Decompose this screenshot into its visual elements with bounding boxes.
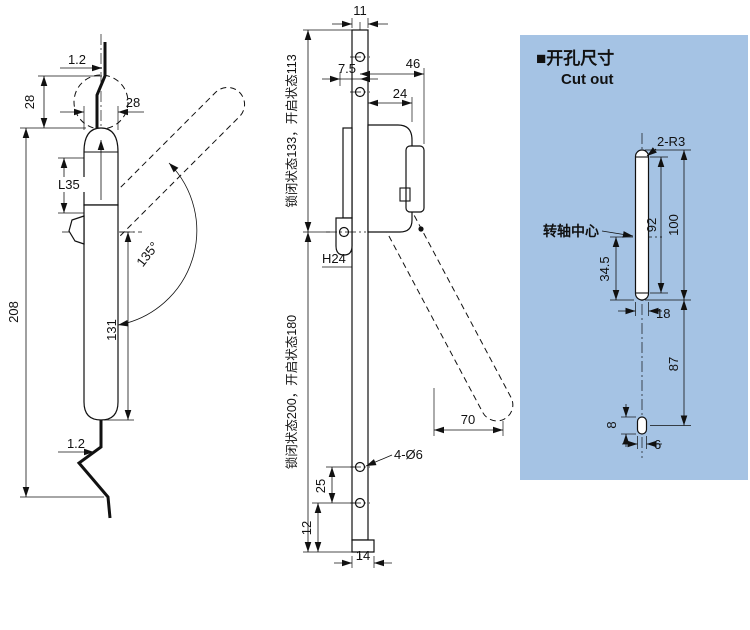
dim-open-reach: 70 — [461, 412, 475, 427]
dim-plate-width: 11 — [353, 3, 367, 18]
bottom-rod-strip — [76, 420, 112, 519]
dim-hole-pitch: 25 — [313, 479, 328, 493]
lock-cam-block — [405, 145, 425, 213]
top-hook-strip — [95, 42, 107, 128]
dim-hole-width: 6 — [654, 437, 661, 452]
dim-body-depth: 46 — [406, 56, 420, 71]
lock-body-detail — [399, 187, 411, 202]
open-angle-arc — [117, 162, 198, 327]
dim-head-width: 28 — [126, 95, 140, 110]
dim-hole-height: 8 — [604, 421, 619, 428]
dim-hook-height: 28 — [22, 95, 37, 109]
cutout-title-cn: ■开孔尺寸 — [536, 48, 614, 68]
lock-body — [367, 124, 413, 233]
dim-lever-length: L35 — [58, 177, 80, 192]
dim-total-height: 208 — [6, 301, 21, 323]
closed-handle-profile — [342, 127, 353, 219]
dim-state-lower: 锁闭状态200，开启状态180 — [284, 315, 299, 469]
cutout-small-hole — [636, 416, 648, 435]
cutout-title-en: Cut out — [561, 71, 613, 88]
dim-corner-radius: 2-R3 — [657, 134, 685, 149]
cutout-dimensions: 2-R3 转轴中心 92 100 34.5 18 — [543, 134, 691, 452]
side-view: 11 7.5 46 24 锁闭状态133，开启状态113 锁闭状态200，开启状… — [284, 3, 514, 568]
dim-slot-width: 18 — [656, 306, 670, 321]
handle-pivot-tab — [68, 215, 85, 245]
dim-grip-length: 131 — [104, 319, 119, 341]
side-view-dimensions: 11 7.5 46 24 锁闭状态133，开启状态113 锁闭状态200，开启状… — [284, 3, 504, 568]
side-open-position-outline — [360, 162, 514, 422]
dim-state-upper: 锁闭状态133，开启状态113 — [284, 54, 299, 207]
plate-foot — [351, 539, 375, 553]
dim-slot-length: 100 — [666, 214, 681, 236]
pivot-pin-dot — [418, 226, 424, 232]
label-pivot-center: 转轴中心 — [543, 223, 599, 239]
dim-open-angle: 135° — [133, 239, 161, 269]
cutout-panel-bg — [520, 35, 748, 480]
dim-cam-depth: 24 — [393, 86, 407, 101]
dim-top-thickness: 1.2 — [68, 52, 86, 67]
dim-handle-section: H24 — [322, 251, 346, 266]
dim-pivot-offset: 34.5 — [597, 256, 612, 281]
cutout-slot — [634, 149, 650, 301]
dim-mount-holes: 4-Ø6 — [394, 447, 423, 462]
dim-foot-depth: 14 — [356, 548, 370, 563]
dim-hole-offset: 7.5 — [338, 61, 356, 76]
front-view: 1.2 28 28 L35 135° 208 — [6, 34, 246, 519]
dim-slot-straight: 92 — [644, 218, 659, 232]
dim-hole-distance: 87 — [666, 357, 681, 371]
cutout-panel: ■开孔尺寸 Cut out 2-R3 转轴中心 92 100 — [520, 35, 748, 480]
dim-bottom-thickness: 1.2 — [67, 436, 85, 451]
handle-grip — [83, 204, 119, 421]
dim-bottom-margin: 12 — [299, 521, 314, 535]
